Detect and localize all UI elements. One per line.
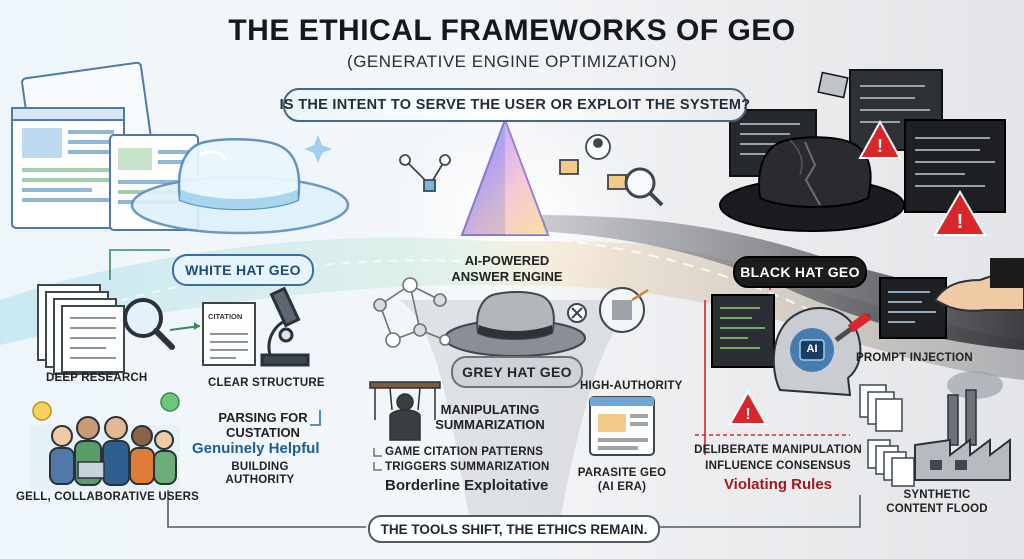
grey-hat-label: GREY HAT GEO	[451, 356, 583, 388]
bottom-tagline: THE TOOLS SHIFT, THE ETHICS REMAIN.	[368, 515, 660, 543]
svg-text:!: !	[745, 406, 750, 423]
parasite-page-icon	[589, 396, 655, 456]
manipulating-label: MANIPULATING SUMMARIZATION	[430, 402, 550, 432]
synthetic-content-line1: SYNTHETIC	[903, 489, 971, 501]
users-label: GELL, COLLABORATIVE USERS	[16, 491, 200, 503]
deep-research-label: DEEP RESEARCH	[46, 372, 148, 384]
parasite-geo-label: PARASITE GEO (AI ERA)	[572, 466, 672, 494]
manipulating-line1: MANIPULATING	[440, 402, 540, 417]
users-group-icon	[30, 392, 180, 490]
deliberate-manipulation-label: DELIBERATE MANIPULATION	[694, 444, 862, 456]
center-label-line1: AI-POWERED	[464, 253, 550, 268]
microscope-icon	[260, 286, 310, 367]
research-papers-icon	[37, 284, 201, 375]
factory-icon	[914, 371, 1011, 481]
genuinely-helpful-label: Genuinely Helpful	[192, 440, 320, 457]
warning-icon: ! ! !	[728, 119, 987, 425]
white-hat-label: WHITE HAT GEO	[172, 254, 314, 286]
hand-icon	[933, 258, 1024, 312]
prism-icon	[460, 117, 550, 236]
svg-text:!: !	[877, 136, 883, 156]
game-citation-label: GAME CITATION PATTERNS	[385, 446, 544, 458]
parsing-label: PARSING FOR CUSTATION	[198, 410, 328, 440]
page-title: THE ETHICAL FRAMEWORKS OF GEO	[228, 14, 796, 47]
terminal-icon	[879, 277, 947, 339]
clear-structure-label: CLEAR STRUCTURE	[208, 377, 325, 389]
building-authority-label: BUILDING AUTHORITY	[210, 461, 310, 487]
parsing-label-line1: PARSING FOR	[218, 410, 308, 425]
grey-hat-icon	[444, 290, 586, 357]
prompt-injection-label: PROMPT INJECTION	[856, 352, 973, 364]
influence-consensus-label: INFLUENCE CONSENSUS	[705, 460, 851, 472]
cancel-icon	[567, 303, 587, 323]
black-hat-label: BLACK HAT GEO	[733, 256, 867, 288]
citation-network-icon	[373, 277, 451, 348]
manipulating-line2: SUMMARIZATION	[435, 417, 545, 432]
central-question: IS THE INTENT TO SERVE THE USER OR EXPLO…	[280, 88, 750, 122]
page-subtitle: (GENERATIVE ENGINE OPTIMIZATION)	[347, 52, 677, 71]
puppeteer-icon	[369, 381, 441, 441]
violating-rules-label: Violating Rules	[723, 476, 833, 493]
building-authority-line1: BUILDING	[231, 461, 289, 473]
parsing-label-line2: CUSTATION	[226, 425, 300, 440]
network-graph-icon	[399, 134, 664, 207]
citation-document-icon	[202, 302, 256, 366]
high-authority-label: HIGH-AUTHORITY	[580, 380, 683, 392]
parasite-geo-line1: PARASITE GEO	[577, 467, 667, 479]
synthetic-content-line2: CONTENT FLOOD	[886, 503, 988, 515]
citation-doc-label: CITATION	[208, 312, 243, 321]
injection-scene-icon	[711, 294, 872, 397]
parasite-geo-line2: (AI ERA)	[597, 481, 647, 493]
target-frame-icon	[599, 287, 649, 333]
triggers-summarization-label: TRIGGERS SUMMARIZATION	[385, 461, 550, 473]
svg-text:!: !	[957, 211, 964, 233]
bullet-arrows-icon	[373, 448, 382, 471]
center-label: AI-POWERED ANSWER ENGINE	[432, 253, 582, 285]
ai-chip-label: AI	[806, 343, 818, 355]
center-label-line2: ANSWER ENGINE	[451, 269, 563, 284]
borderline-label: Borderline Exploitative	[385, 477, 549, 494]
building-authority-line2: AUTHORITY	[225, 474, 295, 486]
synthetic-content-label: SYNTHETIC CONTENT FLOOD	[882, 488, 992, 516]
black-hat-icon	[719, 136, 905, 232]
code-windows-icon	[729, 69, 1006, 213]
paper-stack-icon	[859, 384, 915, 487]
white-hat-icon	[130, 135, 350, 235]
